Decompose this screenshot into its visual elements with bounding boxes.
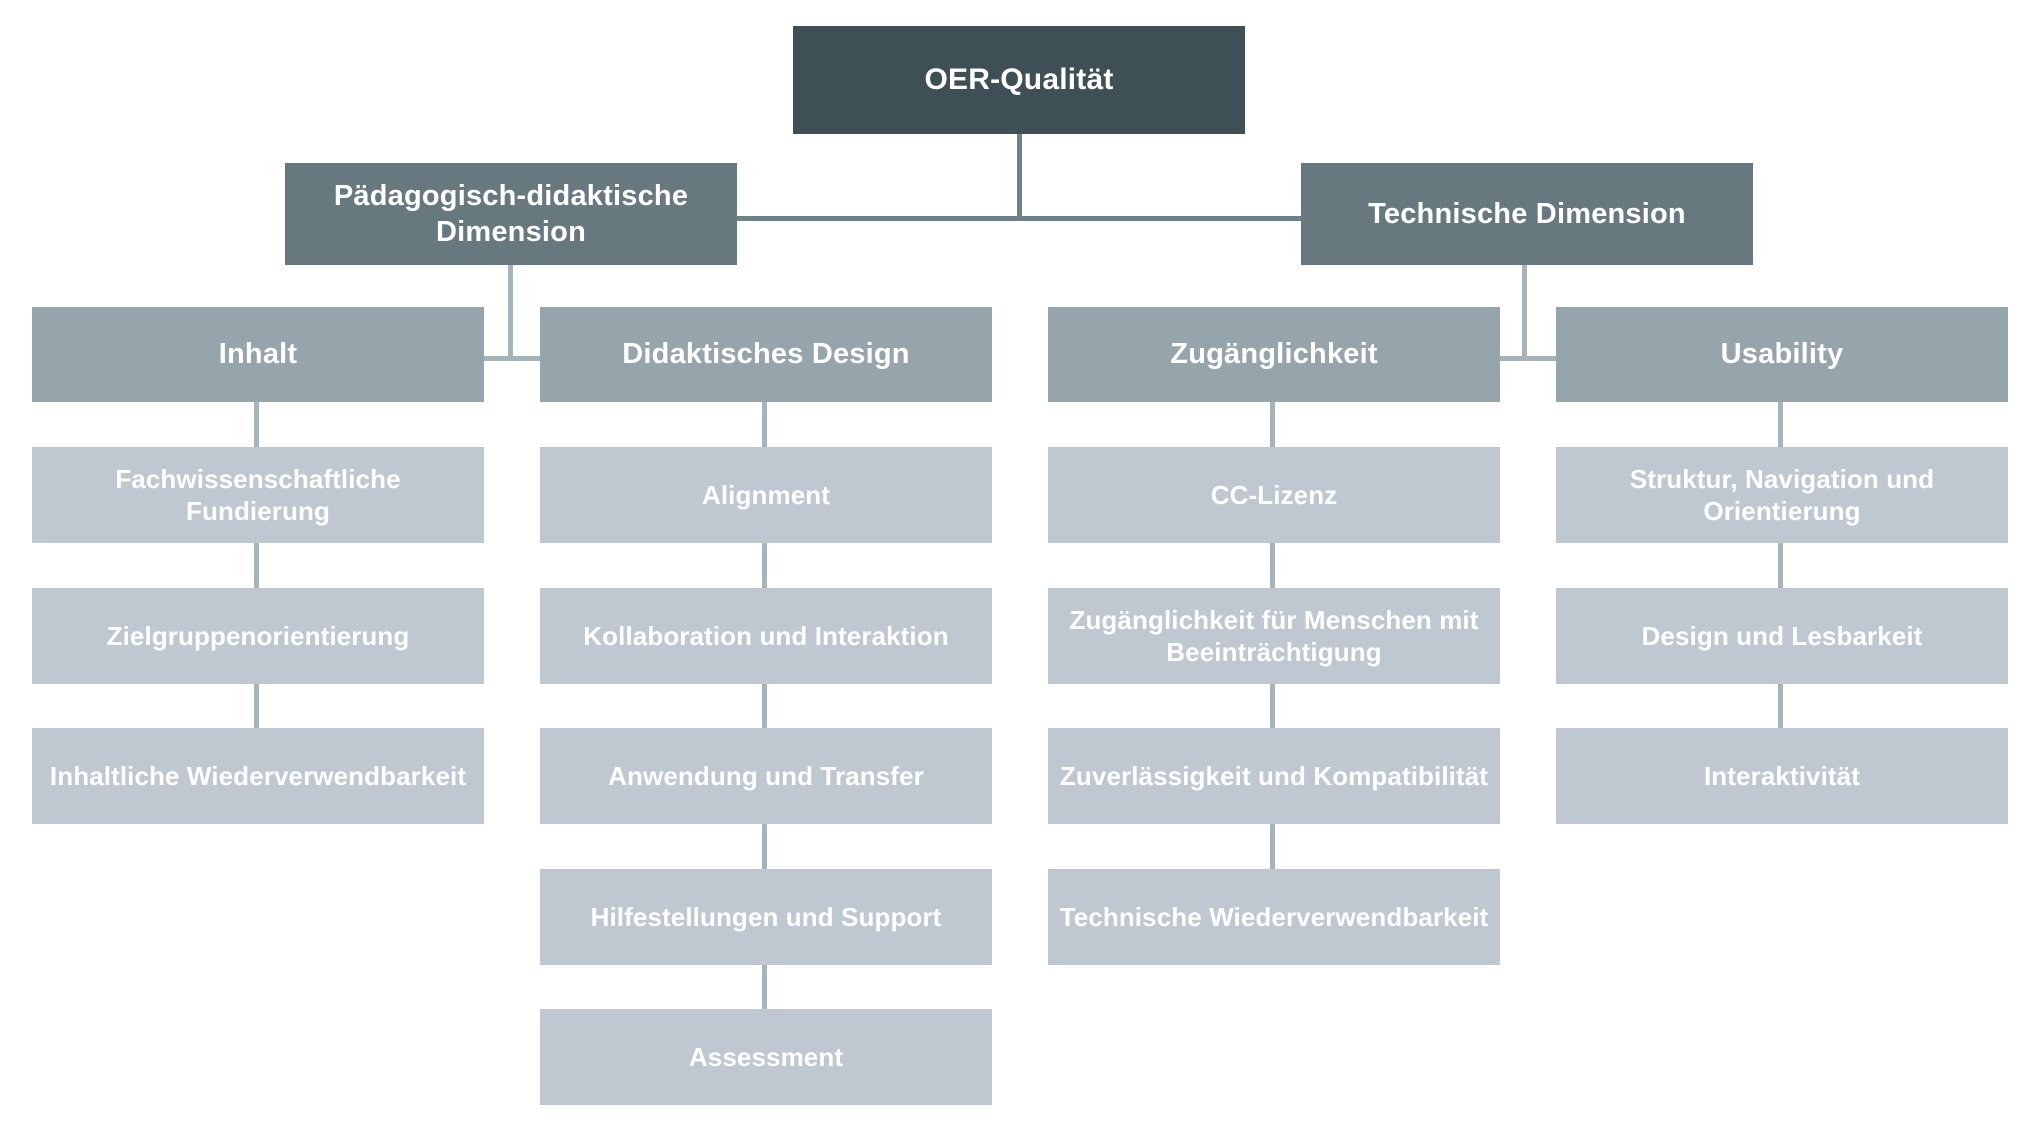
node-criterion-kollaboration-und-interaktion[interactable]: Kollaboration und Interaktion: [540, 588, 992, 684]
node-category-label: Usability: [1720, 338, 1844, 371]
node-dimension-label: Pädagogisch-didaktische Dimension: [333, 179, 689, 248]
node-criterion-interaktivitaet[interactable]: Interaktivität: [1556, 728, 2008, 824]
node-root-label: OER-Qualität: [924, 63, 1114, 97]
node-criterion-label: Assessment: [688, 1041, 844, 1072]
node-criterion-label: Struktur, Navigation und Orientierung: [1629, 463, 1935, 527]
node-category-zugaenglichkeit[interactable]: Zugänglichkeit: [1048, 307, 1500, 402]
connector-right-dimension-stem: [1522, 265, 1527, 360]
node-dimension-label: Technische Dimension: [1368, 197, 1686, 230]
node-criterion-alignment[interactable]: Alignment: [540, 447, 992, 543]
node-criterion-zielgruppenorientierung[interactable]: Zielgruppenorientierung: [32, 588, 484, 684]
node-criterion-cc-lizenz[interactable]: CC-Lizenz: [1048, 447, 1500, 543]
connector-root-stem: [1017, 134, 1022, 220]
node-criterion-label: Zugänglichkeit für Menschen mit Beeinträ…: [1069, 604, 1479, 668]
node-criterion-label: Technische Wiederverwendbarkeit: [1059, 901, 1489, 932]
node-criterion-label: Kollaboration und Interaktion: [583, 620, 949, 651]
node-criterion-inhaltliche-wiederverwendbarkeit[interactable]: Inhaltliche Wiederverwendbarkeit: [32, 728, 484, 824]
node-category-label: Inhalt: [218, 338, 298, 371]
node-criterion-label: Inhaltliche Wiederverwendbarkeit: [49, 760, 467, 791]
node-category-inhalt[interactable]: Inhalt: [32, 307, 484, 402]
node-criterion-anwendung-und-transfer[interactable]: Anwendung und Transfer: [540, 728, 992, 824]
node-criterion-zugaenglichkeit-fuer-menschen-mit-beeintraechtigung[interactable]: Zugänglichkeit für Menschen mit Beeinträ…: [1048, 588, 1500, 684]
node-criterion-label: Hilfestellungen und Support: [590, 901, 942, 932]
node-category-label: Didaktisches Design: [622, 338, 910, 371]
node-criterion-label: CC-Lizenz: [1210, 479, 1338, 510]
node-criterion-technische-wiederverwendbarkeit[interactable]: Technische Wiederverwendbarkeit: [1048, 869, 1500, 965]
node-criterion-zuverlaessigkeit-und-kompatibilitaet[interactable]: Zuverlässigkeit und Kompatibilität: [1048, 728, 1500, 824]
node-criterion-fachwissenschaftliche-fundierung[interactable]: Fachwissenschaftliche Fundierung: [32, 447, 484, 543]
node-criterion-hilfestellungen-und-support[interactable]: Hilfestellungen und Support: [540, 869, 992, 965]
node-category-didaktisches-design[interactable]: Didaktisches Design: [540, 307, 992, 402]
node-root-oer-qualitaet[interactable]: OER-Qualität: [793, 26, 1245, 134]
node-criterion-label: Interaktivität: [1703, 760, 1860, 791]
node-category-label: Zugänglichkeit: [1170, 338, 1378, 371]
connector-left-category-bar: [444, 356, 579, 361]
connector-right-category-bar: [1458, 356, 1593, 361]
connector-dimension-bar: [735, 216, 1305, 221]
node-dimension-paedagogisch-didaktisch[interactable]: Pädagogisch-didaktische Dimension: [285, 163, 737, 265]
node-criterion-label: Zielgruppenorientierung: [106, 620, 410, 651]
node-criterion-label: Anwendung und Transfer: [608, 760, 924, 791]
node-criterion-label: Design und Lesbarkeit: [1641, 620, 1923, 651]
node-criterion-assessment[interactable]: Assessment: [540, 1009, 992, 1105]
node-criterion-label: Zuverlässigkeit und Kompatibilität: [1059, 760, 1489, 791]
connector-left-dimension-stem: [508, 265, 513, 360]
node-criterion-design-und-lesbarkeit[interactable]: Design und Lesbarkeit: [1556, 588, 2008, 684]
node-criterion-label: Fachwissenschaftliche Fundierung: [115, 463, 401, 527]
node-criterion-label: Alignment: [701, 479, 830, 510]
node-dimension-technisch[interactable]: Technische Dimension: [1301, 163, 1753, 265]
node-category-usability[interactable]: Usability: [1556, 307, 2008, 402]
node-criterion-struktur-navigation-und-orientierung[interactable]: Struktur, Navigation und Orientierung: [1556, 447, 2008, 543]
